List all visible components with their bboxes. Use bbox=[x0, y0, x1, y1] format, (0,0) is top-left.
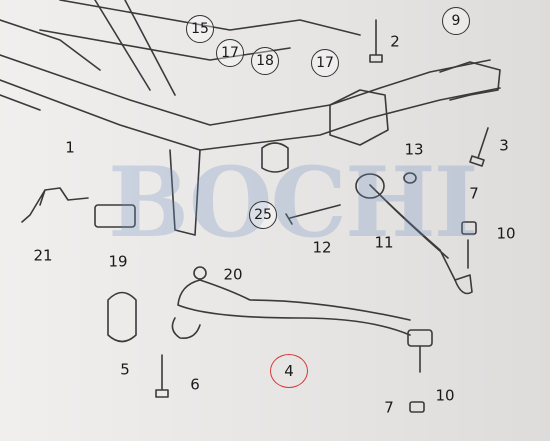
callout-label-18: 18 bbox=[251, 47, 279, 75]
callout-label-10a: 10 bbox=[496, 224, 516, 243]
callout-label-10b: 10 bbox=[435, 386, 455, 405]
callout-label-1: 1 bbox=[65, 138, 75, 157]
callout-label-19: 19 bbox=[108, 252, 128, 271]
bushing-19 bbox=[94, 204, 136, 228]
frame-right-bracket bbox=[439, 61, 501, 101]
callout-label-2: 2 bbox=[390, 32, 400, 51]
bolt-12 bbox=[285, 204, 341, 225]
watermark-text: BOCHI bbox=[108, 146, 479, 259]
callout-label-11: 11 bbox=[374, 233, 394, 252]
frame-vertical-left bbox=[169, 149, 201, 236]
control-arm-4 bbox=[177, 279, 411, 336]
callout-label-17a: 17 bbox=[216, 39, 244, 67]
nut-20 bbox=[193, 266, 207, 280]
callout-label-20: 20 bbox=[223, 265, 243, 284]
callout-label-3: 3 bbox=[499, 136, 509, 155]
callout-label-21: 21 bbox=[33, 246, 53, 265]
callout-label-12: 12 bbox=[312, 238, 332, 257]
callout-label-13: 13 bbox=[404, 140, 424, 159]
callout-label-4: 4 bbox=[270, 354, 308, 388]
bracket-21 bbox=[21, 187, 89, 223]
callout-label-5: 5 bbox=[120, 360, 130, 379]
callout-label-7b: 7 bbox=[384, 398, 394, 417]
bushing-25 bbox=[261, 142, 289, 173]
frame-side-rail bbox=[0, 19, 101, 111]
bolt-6 bbox=[155, 354, 169, 398]
bushing-5 bbox=[107, 291, 137, 343]
callout-label-25: 25 bbox=[249, 201, 277, 229]
callout-label-17b: 17 bbox=[311, 49, 339, 77]
callout-label-9: 9 bbox=[442, 7, 470, 35]
callout-label-15: 15 bbox=[186, 15, 214, 43]
callout-label-6: 6 bbox=[190, 375, 200, 394]
bolt-2 bbox=[369, 19, 383, 63]
frame-mount-center bbox=[329, 89, 389, 146]
frame-beam-upper bbox=[0, 54, 491, 126]
callout-label-7a: 7 bbox=[469, 184, 479, 203]
frame-beam-lower bbox=[0, 79, 501, 151]
control-arm-11 bbox=[369, 184, 456, 281]
bolt-3 bbox=[469, 127, 489, 167]
